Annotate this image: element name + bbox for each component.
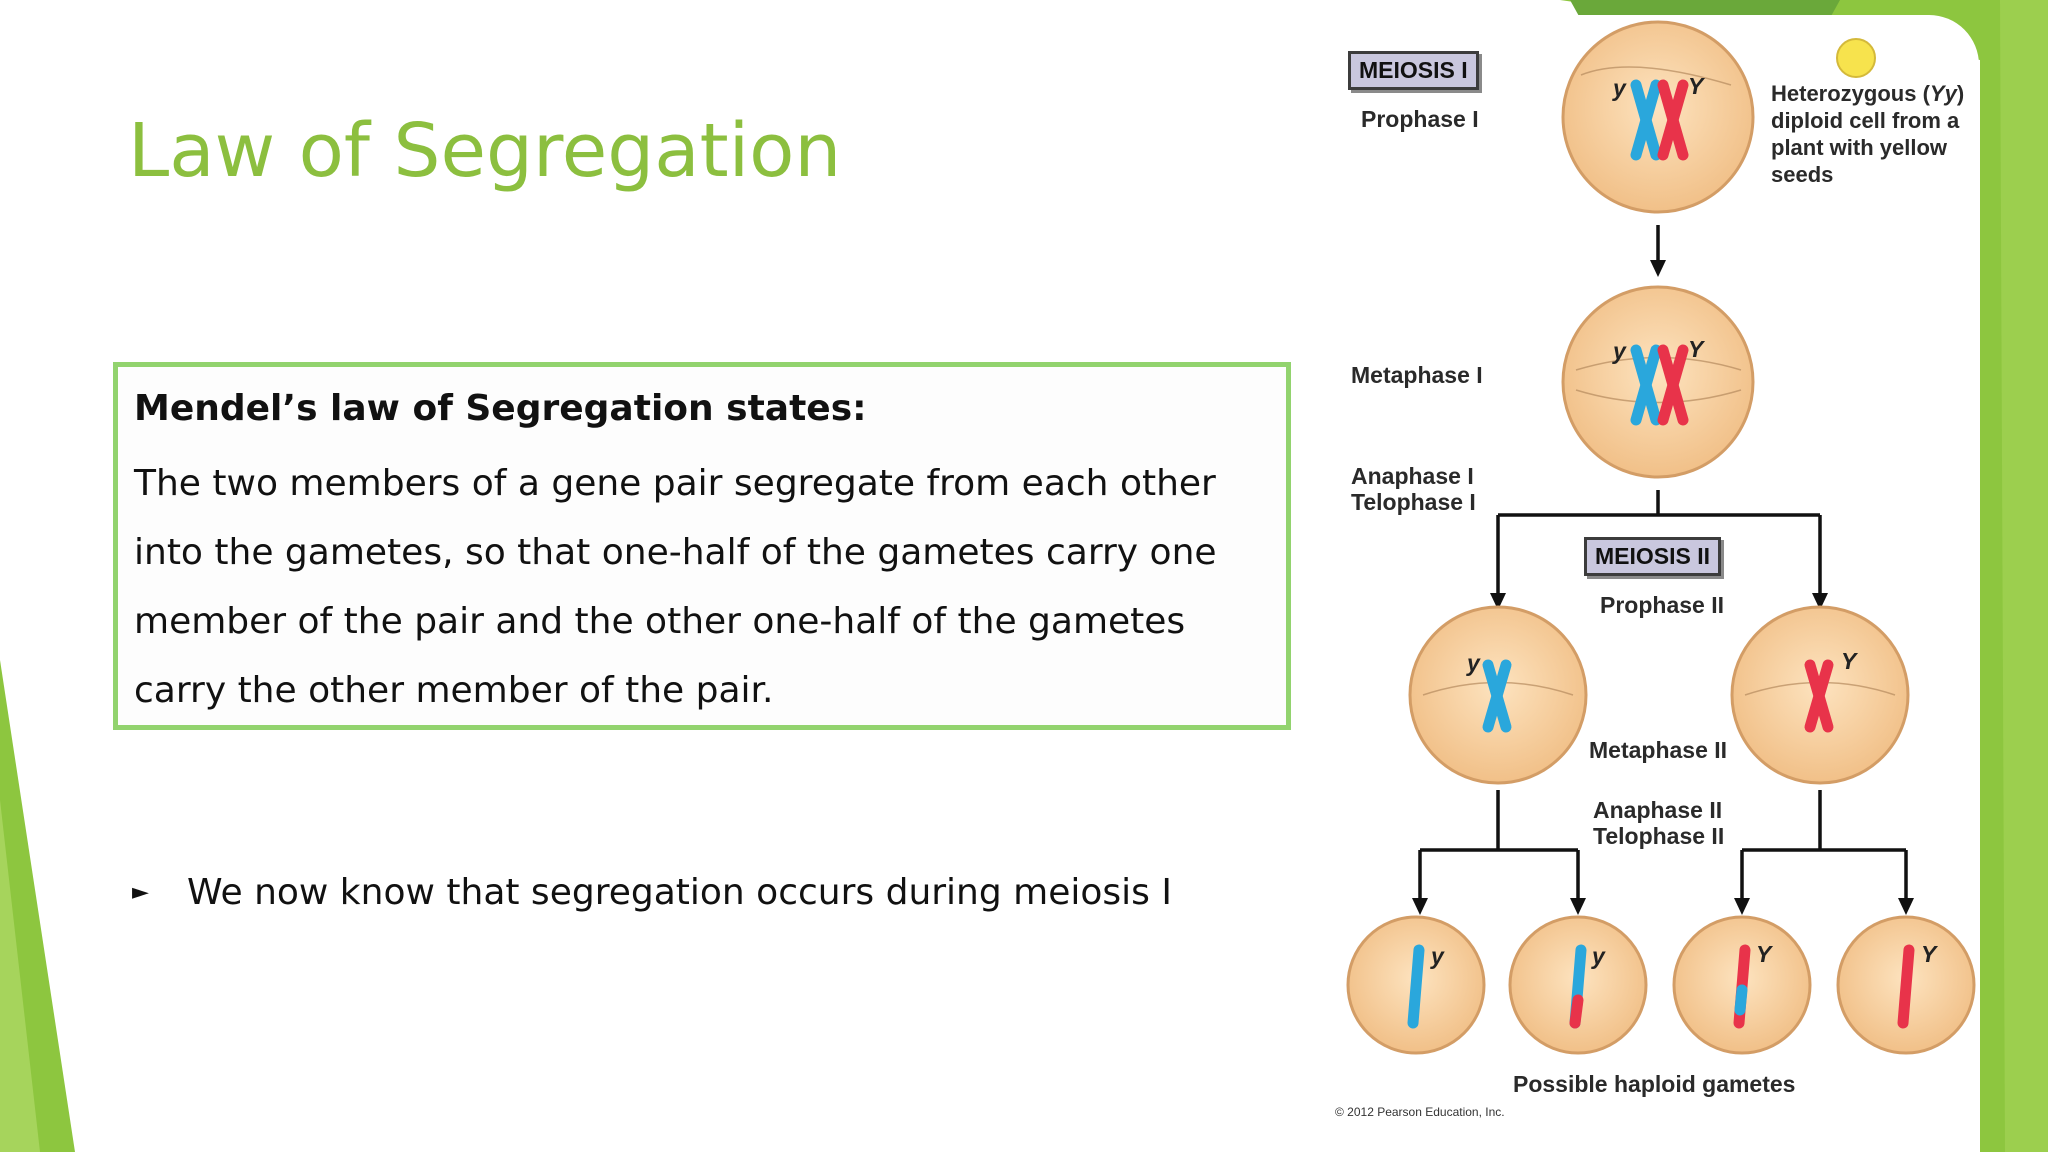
cell-description-pre: Heterozygous ( <box>1771 81 1930 106</box>
allele-label: y <box>1431 943 1444 969</box>
allele-label: Y <box>1921 941 1937 967</box>
prophase-2-label: Prophase II <box>1600 592 1724 618</box>
cell-description: Heterozygous (Yy) diploid cell from a pl… <box>1771 80 1964 188</box>
metaphase-2-label: Metaphase II <box>1589 737 1728 763</box>
triangle-bullet-icon: ► <box>132 880 149 905</box>
allele-label: Y <box>1841 648 1857 674</box>
cell-description-line2: diploid cell from a <box>1771 108 1960 133</box>
allele-label: Y <box>1688 336 1704 362</box>
copyright-credit: © 2012 Pearson Education, Inc. <box>1335 1105 1505 1119</box>
slide-title: Law of Segregation <box>128 108 842 194</box>
allele-label: y <box>1613 75 1626 101</box>
prophase-1-label: Prophase I <box>1361 106 1479 132</box>
meiosis-diagram-graphics <box>1346 20 1976 1055</box>
meiosis-2-tag: MEIOSIS II <box>1584 537 1722 576</box>
law-statement-box: Mendel’s law of Segregation states: The … <box>113 362 1291 730</box>
genotype-label: Yy <box>1929 81 1957 106</box>
anaphase-1-label: Anaphase I <box>1351 463 1474 489</box>
bullet-item: ► We now know that segregation occurs du… <box>132 872 1172 913</box>
bullet-text: We now know that segregation occurs duri… <box>187 872 1172 913</box>
cell-description-line4: seeds <box>1771 162 1834 187</box>
allele-label: Y <box>1688 73 1704 99</box>
telophase-2-label: Telophase II <box>1593 823 1725 849</box>
meiosis-1-tag: MEIOSIS I <box>1348 51 1479 90</box>
telophase-1-label: Telophase I <box>1351 489 1476 515</box>
cell-description-post: ) <box>1956 81 1965 106</box>
meiosis-diagram: MEIOSIS I Prophase I Heterozygous (Yy) d… <box>1331 15 1979 1130</box>
anaphase-2-label: Anaphase II <box>1593 797 1723 823</box>
allele-label: y <box>1592 943 1605 969</box>
gametes-caption: Possible haploid gametes <box>1513 1071 1796 1097</box>
cell-description-line3: plant with yellow <box>1771 135 1948 160</box>
allele-label: Y <box>1756 941 1772 967</box>
yellow-seed-icon <box>1836 38 1876 78</box>
law-body: The two members of a gene pair segregate… <box>134 463 1217 711</box>
allele-label: y <box>1613 338 1626 364</box>
law-heading: Mendel’s law of Segregation states: <box>134 388 867 429</box>
allele-label: y <box>1467 650 1480 676</box>
metaphase-1-label: Metaphase I <box>1351 362 1483 388</box>
